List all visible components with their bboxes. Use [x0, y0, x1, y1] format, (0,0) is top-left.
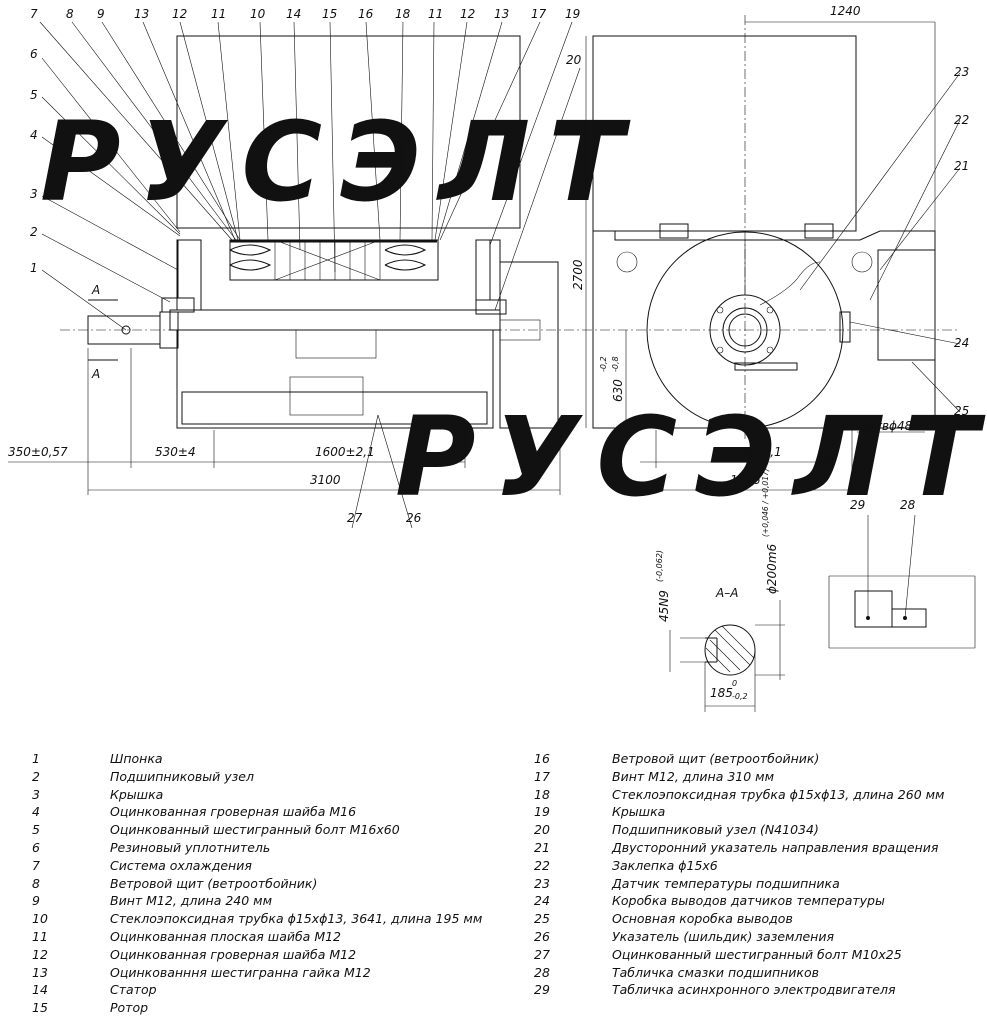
- dim-530: 530±4: [155, 445, 196, 459]
- watermark: РУСЭЛТ: [395, 393, 987, 521]
- dim-2700: 2700: [571, 259, 585, 290]
- dim-shaft: ϕ200m6: [765, 543, 779, 594]
- callout-24: 24: [954, 336, 969, 350]
- callout-20: 20: [566, 53, 582, 67]
- callout-13b: 13: [494, 7, 509, 21]
- callout-22: 22: [954, 113, 969, 127]
- motor-drawing: РУСЭЛТ РУСЭЛТ: [8, 4, 987, 712]
- callout-11: 11: [211, 7, 226, 21]
- dim-keyway: 45N9: [657, 590, 671, 622]
- callout-3: 3: [30, 187, 38, 201]
- dim-630-tol-upper: -0,2: [599, 356, 608, 372]
- side-view: [60, 35, 960, 429]
- nameplate-detail: [828, 514, 976, 649]
- callout-9: 9: [97, 7, 105, 21]
- dim-630-tol-lower: -0,8: [611, 356, 620, 372]
- callout-28: 28: [900, 498, 916, 512]
- callout-1: 1: [30, 261, 38, 275]
- dim-350: 350±0,57: [8, 445, 68, 459]
- callout-7: 7: [30, 7, 38, 21]
- section-title: A–A: [715, 586, 738, 600]
- leader-lines: [39, 21, 961, 529]
- callout-11b: 11: [428, 7, 443, 21]
- callout-2: 2: [30, 225, 38, 239]
- callout-4: 4: [30, 128, 38, 142]
- callout-21: 21: [954, 159, 969, 173]
- dim-1356: 1356: [730, 473, 761, 487]
- callout-25: 25: [954, 404, 969, 418]
- front-view: [592, 15, 936, 440]
- dim-185-tol-upper: 0: [732, 679, 737, 688]
- callout-5: 5: [30, 88, 38, 102]
- callout-12b: 12: [460, 7, 475, 21]
- callout-19: 19: [565, 7, 580, 21]
- section-label-a-top: A: [91, 283, 100, 297]
- section-label-a-bottom: A: [91, 367, 100, 381]
- watermark: РУСЭЛТ: [40, 98, 641, 226]
- dim-1240: 1240: [830, 4, 861, 18]
- dimension-lines: 1240 2700 630 -0,2 -0,8 350±0,57 530±4 1…: [8, 4, 936, 495]
- dim-185: 185: [710, 686, 733, 700]
- callout-13: 13: [134, 7, 149, 21]
- callout-17: 17: [531, 7, 547, 21]
- callout-12: 12: [172, 7, 187, 21]
- dim-630: 630: [611, 379, 625, 402]
- dim-185-tol-lower: -0,2: [732, 692, 748, 701]
- callout-16: 16: [358, 7, 374, 21]
- callout-15: 15: [322, 7, 337, 21]
- dim-1600: 1600±2,1: [315, 445, 375, 459]
- callout-23: 23: [954, 65, 969, 79]
- dim-shaft-tol: (+0,046 / +0,017): [761, 468, 770, 537]
- callout-26: 26: [406, 511, 422, 525]
- section-a-a: A–A 45N9 (-0,062) ϕ200m6 (+0,046 / +0,01…: [655, 468, 785, 712]
- callout-6: 6: [30, 47, 38, 61]
- callout-10: 10: [250, 7, 266, 21]
- callout-29: 29: [850, 498, 865, 512]
- callout-18: 18: [395, 7, 411, 21]
- dim-1120: 1120±2,1: [722, 445, 782, 459]
- callout-8: 8: [66, 7, 74, 21]
- dim-3100: 3100: [310, 473, 341, 487]
- dim-keyway-tol: (-0,062): [655, 550, 664, 582]
- callout-14: 14: [286, 7, 301, 21]
- callout-27: 27: [347, 511, 363, 525]
- dim-holes: 4отвϕ48: [860, 419, 913, 433]
- section-markers: A A: [88, 283, 118, 381]
